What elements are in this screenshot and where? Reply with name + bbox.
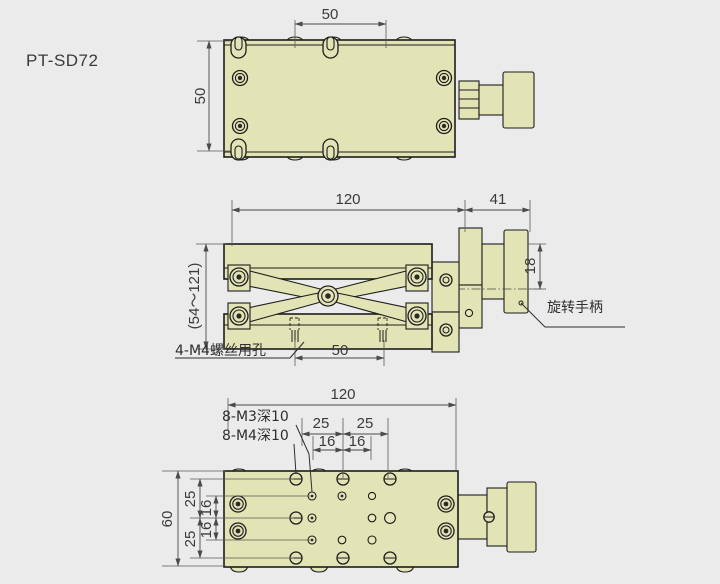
- annotation-label-rotary-handle: 旋转手柄: [547, 300, 603, 316]
- annotation-label-screw-hole: 4-M4螺丝用孔: [175, 343, 266, 359]
- dimension-bottom-120: 120: [227, 386, 457, 470]
- bottom-view-thread-holes: [307, 491, 396, 545]
- top-view-body: [223, 39, 456, 158]
- dimension-label-front-120: 120: [335, 191, 360, 208]
- dimension-front-height-range: (54～121): [186, 243, 226, 350]
- dimension-front-pitch-50: 50: [294, 340, 385, 366]
- dimension-bottom-v16-pair: 16 16: [198, 495, 310, 541]
- front-view-knob-assembly: [456, 227, 546, 329]
- bottom-view-corner-screws: [229, 495, 455, 540]
- dimension-bottom-25-pair: 25 25: [301, 415, 389, 478]
- dimension-label-front-18: 18: [522, 258, 539, 275]
- dimension-front-18: 18: [522, 243, 546, 290]
- annotation-label-m4: 8-M4深10: [222, 428, 289, 444]
- dimension-label-bottom-25a: 25: [313, 415, 330, 432]
- annotation-m4-thread: 8-M4深10: [222, 428, 297, 475]
- top-view-slot-holes: [230, 36, 339, 161]
- annotation-rotary-handle: 旋转手柄: [520, 300, 625, 328]
- front-view-bottom-plate: [223, 313, 433, 350]
- top-view: 50 50: [192, 6, 535, 161]
- dimension-top-height-50: 50: [192, 40, 230, 152]
- dimension-label-front-41: 41: [490, 191, 507, 208]
- dimension-label-front-range: (54～121): [186, 263, 203, 330]
- dimension-label-bottom-16b: 16: [349, 433, 366, 450]
- bottom-view-knob-assembly: [457, 481, 537, 553]
- dimension-label-bottom-v16a: 16: [198, 500, 215, 517]
- dimension-label-bottom-16a: 16: [319, 433, 336, 450]
- dimension-label-bottom-25b: 25: [357, 415, 374, 432]
- dimension-bottom-v25-pair: 25 25: [182, 478, 294, 559]
- dimension-label-bottom-60: 60: [159, 511, 176, 528]
- dimension-label-top-50h: 50: [322, 6, 339, 23]
- dimension-bottom-16-pair: 16 16: [312, 433, 372, 460]
- dimension-bottom-60: 60: [159, 470, 226, 567]
- top-view-knob-assembly: [458, 71, 535, 129]
- front-view-side-blocks: [431, 261, 460, 353]
- front-view-hidden-screw-holes: [289, 317, 388, 342]
- annotation-screw-hole: 4-M4螺丝用孔: [175, 341, 305, 359]
- dimension-label-top-50v: 50: [192, 88, 209, 105]
- dimension-label-bottom-v25b: 25: [182, 531, 199, 548]
- front-view-scissor-linkage: [227, 264, 429, 330]
- bottom-view-edge-slots: [289, 472, 397, 565]
- bottom-view: 120 25 25 16 16 60: [159, 386, 537, 573]
- dimension-label-front-pitch-50: 50: [332, 342, 349, 359]
- dimension-label-bottom-120: 120: [330, 386, 355, 403]
- front-view: 120 41 18 (54～121) 50: [175, 191, 625, 366]
- dimension-front-120: 120: [231, 191, 466, 246]
- dimension-label-bottom-v16b: 16: [198, 522, 215, 539]
- annotation-label-m3: 8-M3深10: [222, 409, 289, 425]
- dimension-label-bottom-v25a: 25: [182, 491, 199, 508]
- top-view-corner-screws: [231, 69, 453, 135]
- dimension-top-width-50: 50: [294, 6, 387, 48]
- dimension-front-41: 41: [464, 191, 531, 232]
- annotation-m3-thread: 8-M3深10: [222, 409, 313, 493]
- page-title: PT-SD72: [26, 51, 98, 70]
- bottom-view-body: [223, 470, 459, 568]
